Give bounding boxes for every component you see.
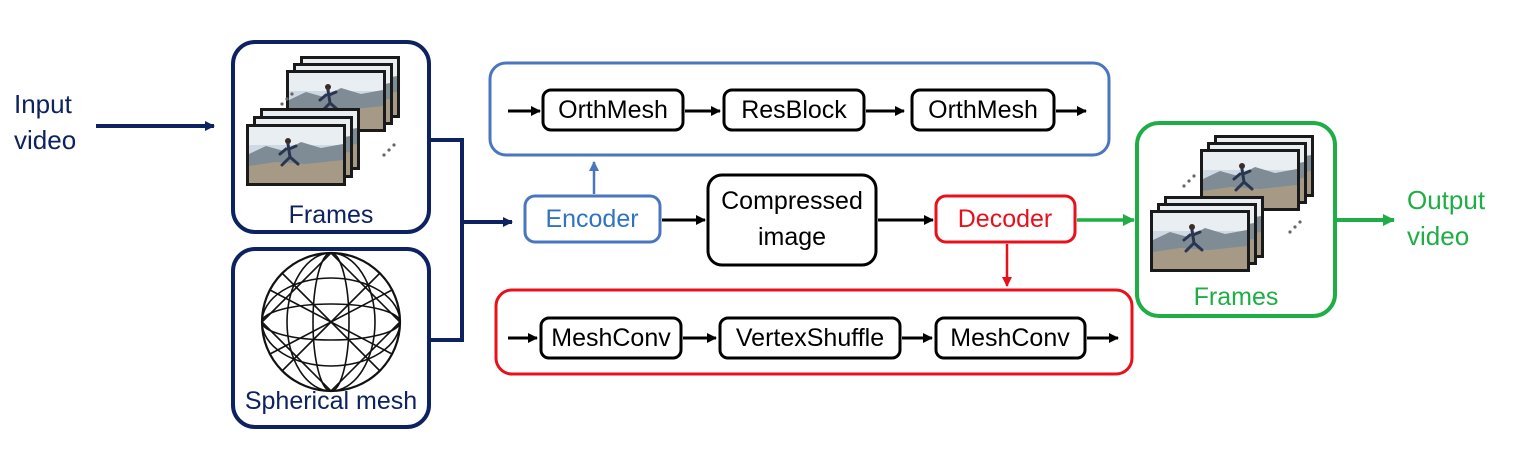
encoder-block-1-label: OrthMesh [558, 96, 668, 124]
merge-connector [431, 138, 512, 342]
encoder-block-3-label: OrthMesh [928, 96, 1038, 124]
encoder-orthmesh-2 [910, 88, 1056, 132]
input-frames-label: Frames [288, 201, 374, 229]
decoder-meshconv-2 [934, 316, 1087, 360]
compressed-image-box [706, 173, 878, 267]
spherical-mesh-box [231, 247, 431, 429]
encoder-orthmesh-1 [541, 88, 685, 132]
decoder-vertexshuffle [718, 316, 902, 360]
encoder-label: Encoder [545, 205, 639, 233]
output-label-line2: video [1407, 221, 1470, 251]
encoder-box [523, 194, 662, 244]
decoder-meshconv-1 [539, 316, 683, 360]
spherical-mesh-label: Spherical mesh [244, 387, 418, 415]
decoder-block-2-label: VertexShuffle [735, 324, 885, 352]
input-frames-stack [244, 54, 402, 188]
decoder-block-3-label: MeshConv [950, 324, 1070, 352]
output-label-line1: Output [1407, 185, 1486, 215]
decoder-block-1-label: MeshConv [551, 324, 671, 352]
compressed-label-line2: image [757, 223, 827, 251]
input-label-line2: video [14, 125, 77, 155]
decoder-label: Decoder [957, 205, 1053, 233]
decoder-box [934, 194, 1077, 244]
spherical-mesh-icon [260, 251, 402, 393]
output-frames-label: Frames [1193, 283, 1279, 311]
compressed-label-line1: Compressed [721, 187, 863, 215]
encoder-block-2-label: ResBlock [741, 96, 847, 124]
output-frames-stack [1148, 133, 1316, 274]
encoder-resblock [722, 88, 866, 132]
input-label-line1: Input [14, 89, 72, 119]
